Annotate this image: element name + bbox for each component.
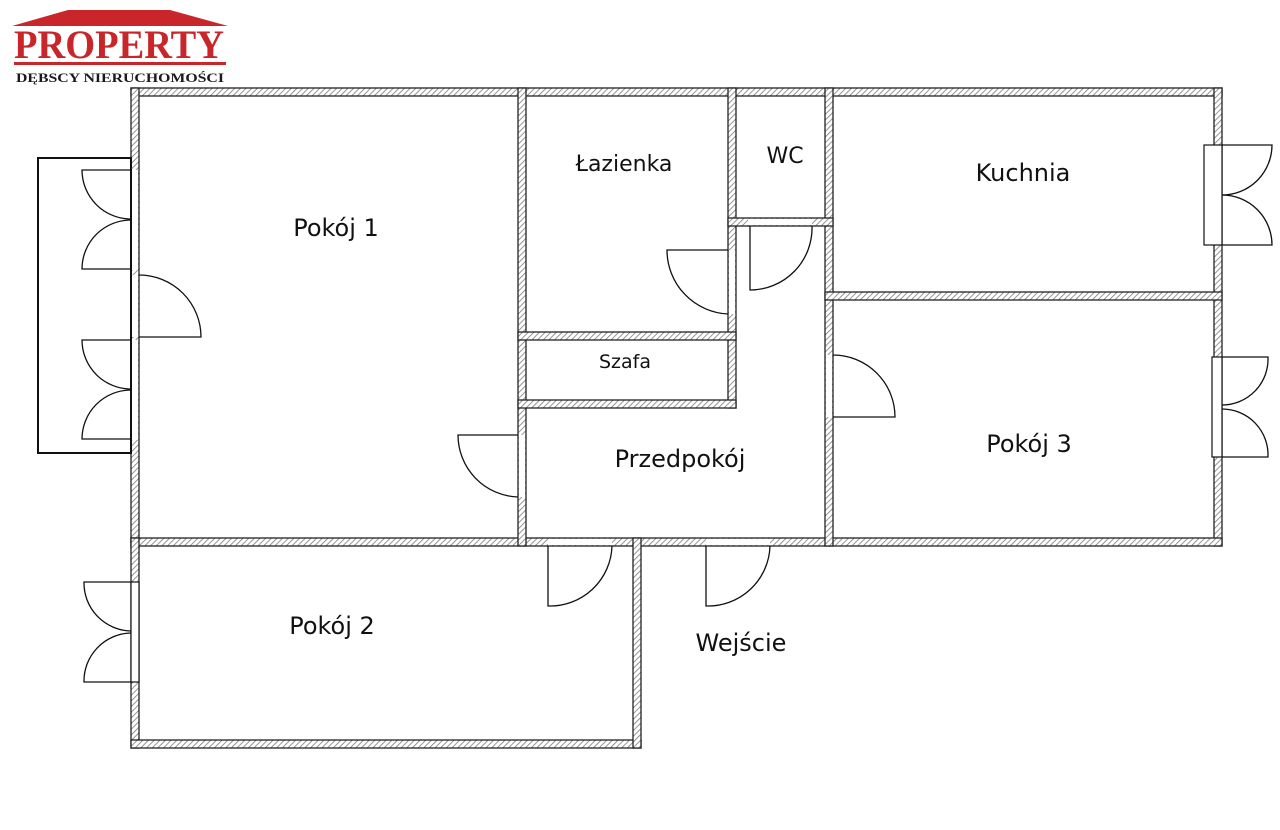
windows [130, 144, 1223, 683]
wall-middle-horizontal [130, 537, 1223, 547]
room-label-pokoj-3: Pokój 3 [986, 430, 1072, 458]
logo-tagline: DĘBSCY NIERUCHOMOŚCI [16, 70, 224, 85]
window-swing-icon [1221, 408, 1269, 458]
door-swings [81, 144, 1273, 683]
window-kuchnia [1203, 144, 1223, 246]
wall-wc-right [824, 87, 834, 547]
logo-roof-icon [12, 10, 228, 26]
door-icon [81, 339, 132, 390]
door-icon [666, 249, 729, 315]
window-swing-icon [1221, 194, 1273, 246]
door-icon [81, 219, 132, 270]
room-label-szafa: Szafa [599, 351, 651, 373]
room-label-pokoj-2: Pokój 2 [289, 612, 375, 640]
door-icon [81, 389, 132, 440]
wall-kuchnia-bottom [824, 291, 1223, 301]
room-label-kuchnia: Kuchnia [976, 159, 1071, 187]
window-swing-icon [83, 632, 132, 683]
room-label-pokoj-1: Pokój 1 [293, 214, 379, 242]
wall-top [130, 87, 1223, 97]
door-icon [138, 274, 202, 338]
logo-underline [14, 62, 226, 65]
room-label-lazienka: Łazienka [575, 152, 673, 177]
door-icon [457, 434, 519, 498]
door-icon [547, 545, 613, 607]
room-label-wejscie: Wejście [696, 629, 787, 657]
room-label-wc: WC [766, 144, 803, 169]
wall-pokoj1-right [517, 87, 527, 547]
window-swing-icon [1221, 144, 1273, 196]
window-swing-icon [83, 581, 132, 632]
balcony-outline [37, 157, 132, 454]
company-logo: PROPERTY DĘBSCY NIERUCHOMOŚCI [12, 10, 228, 85]
door-icon [749, 225, 813, 291]
door-icon [81, 169, 132, 220]
wall-szafa-bottom [517, 399, 737, 409]
room-labels: Pokój 1 Łazienka WC Kuchnia Szafa Przedp… [289, 144, 1072, 657]
window-pokoj3 [1211, 356, 1223, 458]
walls [130, 87, 1223, 749]
wall-lazienka-right [727, 87, 737, 409]
door-icon [705, 545, 771, 607]
wall-lazienka-bottom [517, 331, 737, 341]
wall-pokoj2-right [632, 537, 642, 749]
room-label-przedpokoj: Przedpokój [615, 445, 746, 473]
wall-bottom [130, 739, 642, 749]
window-pokoj2 [130, 581, 140, 683]
window-swing-icon [1221, 356, 1269, 406]
door-icon [832, 354, 896, 418]
logo-brand: PROPERTY [14, 22, 224, 67]
